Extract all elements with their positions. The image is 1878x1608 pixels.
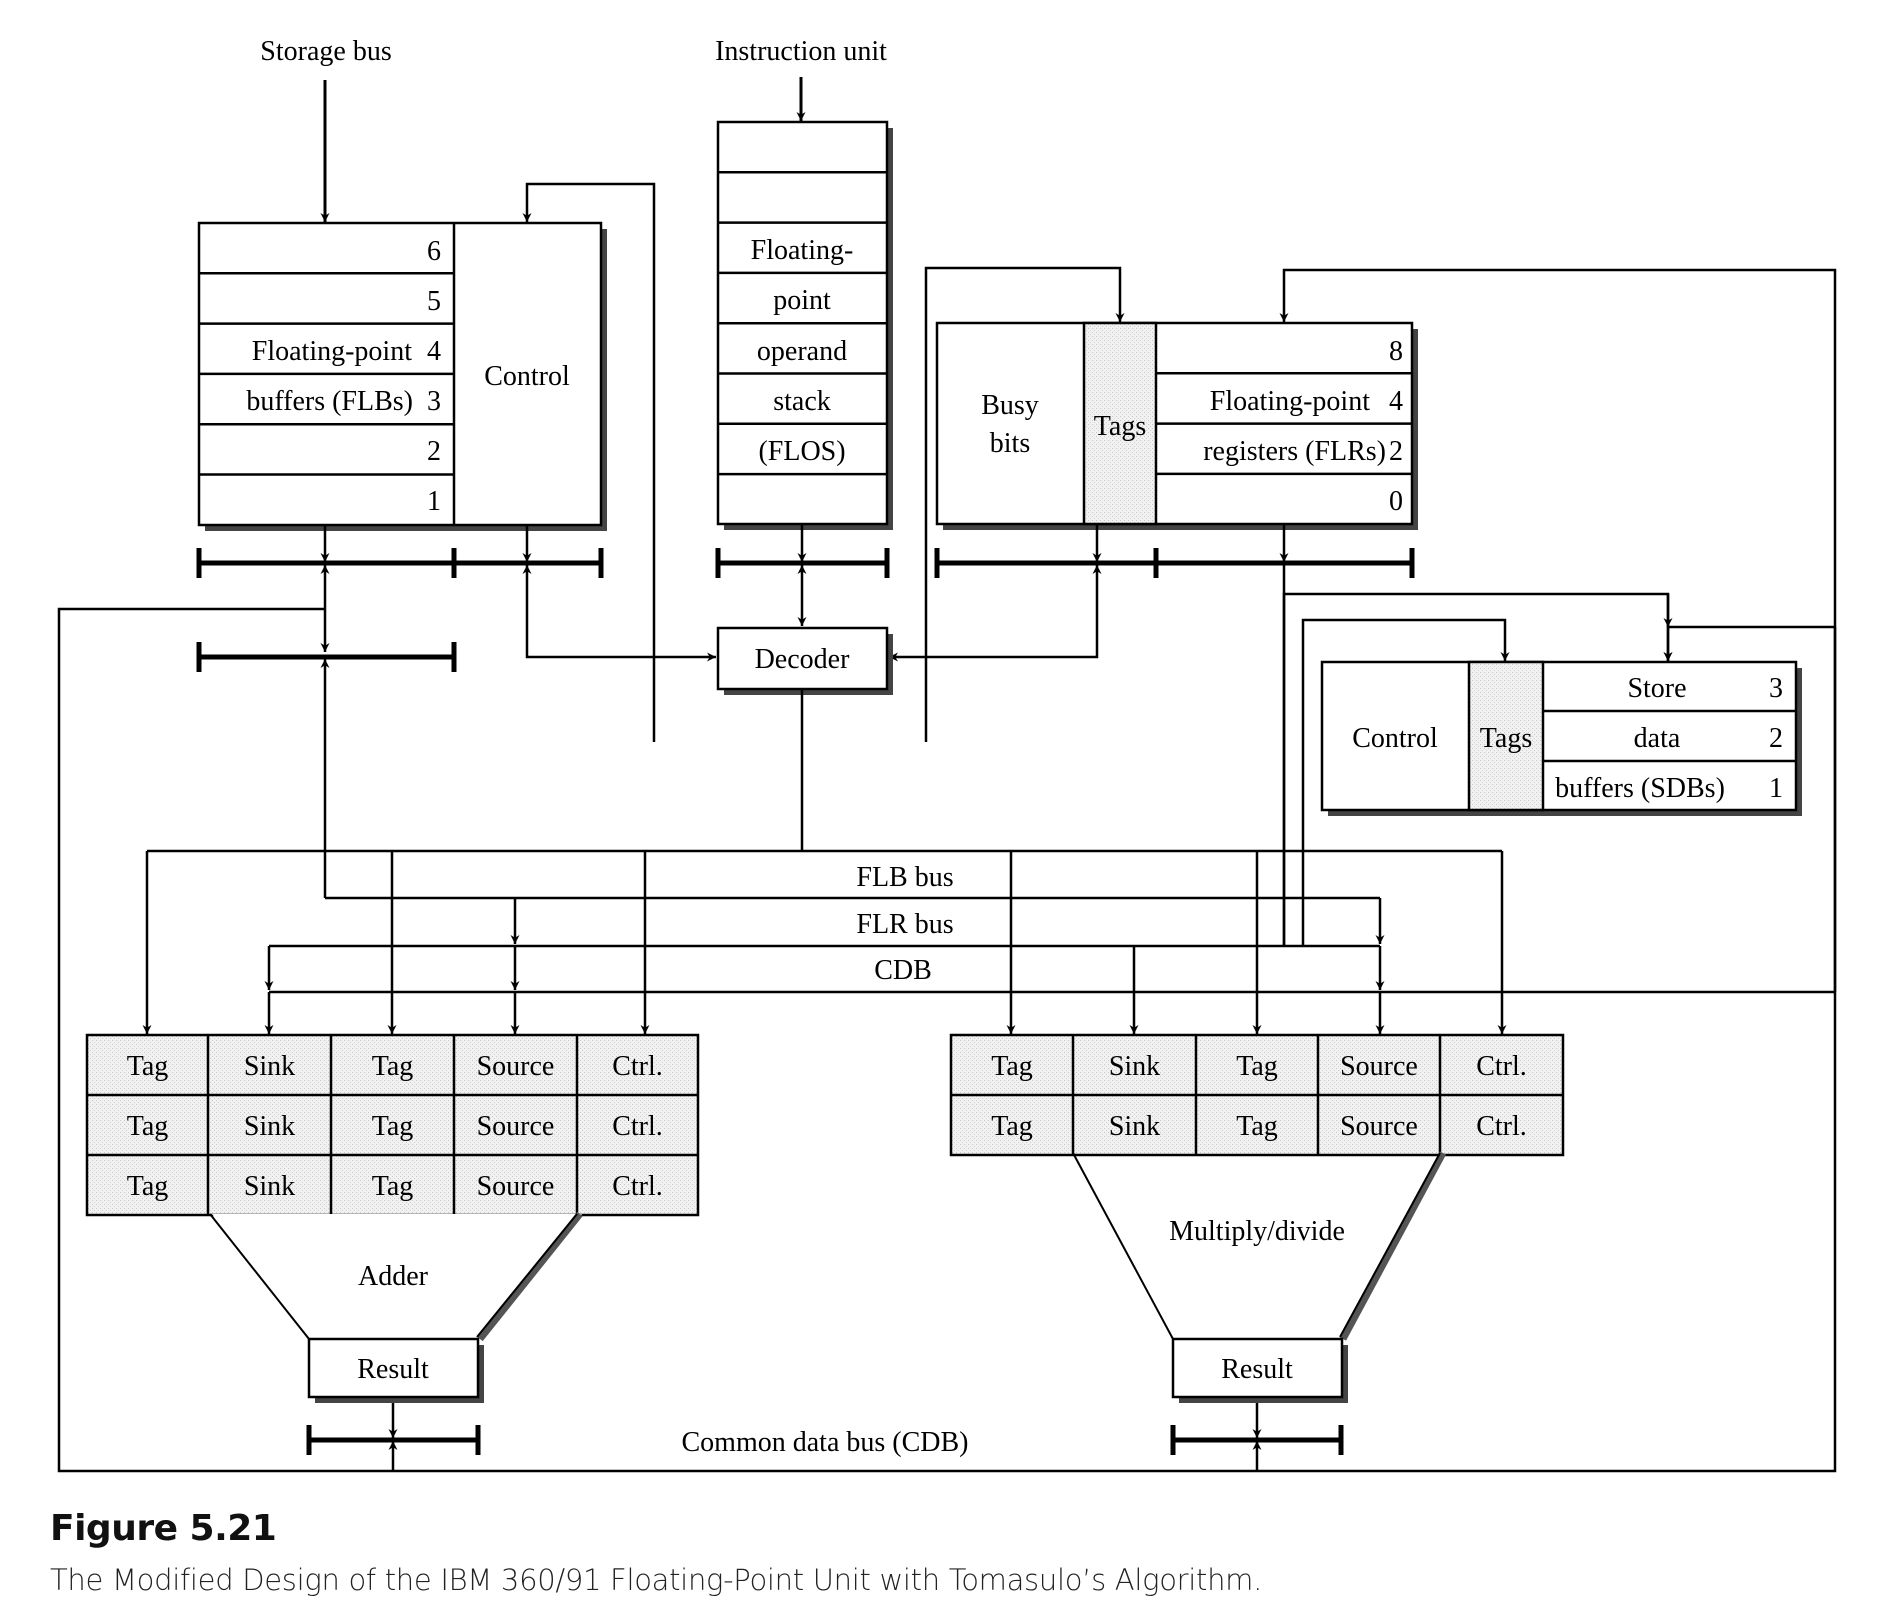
sdb-row-3-num: 3 xyxy=(1769,673,1783,704)
tags-input-wire xyxy=(924,266,1125,742)
adder-rs-cell-sink: Sink xyxy=(244,1051,295,1082)
flr-row-8: 8 xyxy=(1389,336,1403,367)
sdb-row-3-text: Store xyxy=(1627,673,1686,704)
adder-rs-cell-sink: Sink xyxy=(244,1111,295,1142)
tags-decoder-wire xyxy=(889,565,1102,662)
mul-rs-cell-sink: Sink xyxy=(1109,1111,1160,1142)
adder-rs-cell-source: Source xyxy=(477,1051,555,1082)
adder-rs-cell-source: Source xyxy=(477,1111,555,1142)
adder-rs-cell-ctrl: Ctrl. xyxy=(612,1171,663,1202)
adder-rs-cell-sink: Sink xyxy=(244,1171,295,1202)
mul-rs-cell-tag: Tag xyxy=(991,1111,1033,1142)
flb-row-6: 6 xyxy=(427,236,441,267)
adder-rs-cell-ctrl: Ctrl. xyxy=(612,1051,663,1082)
bus-bars xyxy=(196,548,1415,1455)
instruction-unit-label: Instruction unit xyxy=(715,36,887,67)
flb-control-label: Control xyxy=(484,361,570,392)
flb-bus-label: FLB bus xyxy=(856,862,953,893)
adder-rs-cell-tag: Tag xyxy=(372,1171,414,1202)
flb-row-1: 1 xyxy=(427,486,441,517)
control-decoder-wire xyxy=(522,565,716,662)
mul-rs-cell-ctrl: Ctrl. xyxy=(1476,1051,1527,1082)
cdb-label: CDB xyxy=(874,955,932,986)
sdb-row-2-text: data xyxy=(1634,723,1681,754)
sdb-row-1-num: 1 xyxy=(1769,773,1783,804)
tomasulo-diagram: Storage bus Instruction unit 6 5 4 3 2 1… xyxy=(57,36,1837,1473)
flos-row-3: Floating- xyxy=(751,235,854,266)
adder-rs-cell-tag: Tag xyxy=(127,1171,169,1202)
flr-bus-label: FLR bus xyxy=(856,909,953,940)
flr-name-line2: registers (FLRs) xyxy=(1203,436,1386,467)
sdb-control-label: Control xyxy=(1352,723,1438,754)
mul-rs-cell-tag: Tag xyxy=(1236,1051,1278,1082)
adder-result-label: Result xyxy=(357,1354,429,1385)
adder-unit: Adder Result xyxy=(209,1211,583,1403)
flb-row-4: 4 xyxy=(427,336,441,367)
mul-rs-cell-sink: Sink xyxy=(1109,1051,1160,1082)
common-data-bus-label: Common data bus (CDB) xyxy=(682,1427,969,1458)
flr-tags-label: Tags xyxy=(1094,411,1146,442)
flr-busy-line1: Busy xyxy=(981,390,1039,421)
mul-rs-cell-source: Source xyxy=(1340,1051,1418,1082)
flos-row-4: point xyxy=(773,285,831,316)
adder-rs-cell-tag: Tag xyxy=(127,1051,169,1082)
adder-rs-cell-tag: Tag xyxy=(372,1051,414,1082)
mul-rs-cell-tag: Tag xyxy=(991,1051,1033,1082)
flb-block: 6 5 4 3 2 1 Floating-point buffers (FLBs… xyxy=(197,221,607,531)
adder-rs-cell-tag: Tag xyxy=(372,1111,414,1142)
flr-busy-line2: bits xyxy=(990,428,1030,459)
adder-label: Adder xyxy=(358,1261,429,1292)
flos-row-5: operand xyxy=(757,336,847,367)
left-cdb-loop xyxy=(57,607,1837,1473)
figure-caption: The Modified Design of the IBM 360/91 Fl… xyxy=(50,1563,1263,1597)
flr-block: Busy bits Tags 8 4 2 0 Floating-point re… xyxy=(935,321,1418,530)
flr-name-line1: Floating-point xyxy=(1210,386,1370,417)
adder-rs-cell-tag: Tag xyxy=(127,1111,169,1142)
mul-rs-cell-source: Source xyxy=(1340,1111,1418,1142)
control-feedback-wire xyxy=(522,182,656,742)
adder-rs-cell-source: Source xyxy=(477,1171,555,1202)
multiply-divide-unit: Multiply/divide Result xyxy=(1072,1151,1447,1403)
mul-rs-cell-ctrl: Ctrl. xyxy=(1476,1111,1527,1142)
mul-rs-cell-tag: Tag xyxy=(1236,1111,1278,1142)
adder-rs-cell-ctrl: Ctrl. xyxy=(612,1111,663,1142)
flr-row-4: 4 xyxy=(1389,386,1403,417)
multiply-divide-label: Multiply/divide xyxy=(1169,1216,1345,1247)
flos-row-7: (FLOS) xyxy=(758,436,845,467)
flb-name-line2: buffers (FLBs) xyxy=(246,386,413,417)
sdb-row-2-num: 2 xyxy=(1769,723,1783,754)
decoder-label: Decoder xyxy=(755,644,851,675)
sdb-tags-wire xyxy=(1301,618,1510,946)
flr-row-0: 0 xyxy=(1389,486,1403,517)
flb-row-3: 3 xyxy=(427,386,441,417)
mul-result-label: Result xyxy=(1221,1354,1293,1385)
flos-block: Floating- point operand stack (FLOS) xyxy=(716,120,893,530)
storage-bus-label: Storage bus xyxy=(260,36,391,67)
flb-row-5: 5 xyxy=(427,286,441,317)
flb-row-2: 2 xyxy=(427,436,441,467)
sdb-row-1-text: buffers (SDBs) xyxy=(1555,773,1725,804)
flr-row-2: 2 xyxy=(1389,436,1403,467)
decoder-block: Decoder xyxy=(716,626,893,695)
figure-number: Figure 5.21 xyxy=(50,1508,277,1549)
bus-drop-arrows xyxy=(142,851,1507,1034)
sdb-block: Control Tags Store 3 data 2 buffers (SDB… xyxy=(1320,660,1802,816)
adder-rs-frame xyxy=(85,1033,700,1217)
flos-row-6: stack xyxy=(773,386,831,417)
sdb-cdb-wire xyxy=(1663,625,1835,661)
sdb-tags-label: Tags xyxy=(1480,723,1532,754)
flb-name-line1: Floating-point xyxy=(252,336,412,367)
